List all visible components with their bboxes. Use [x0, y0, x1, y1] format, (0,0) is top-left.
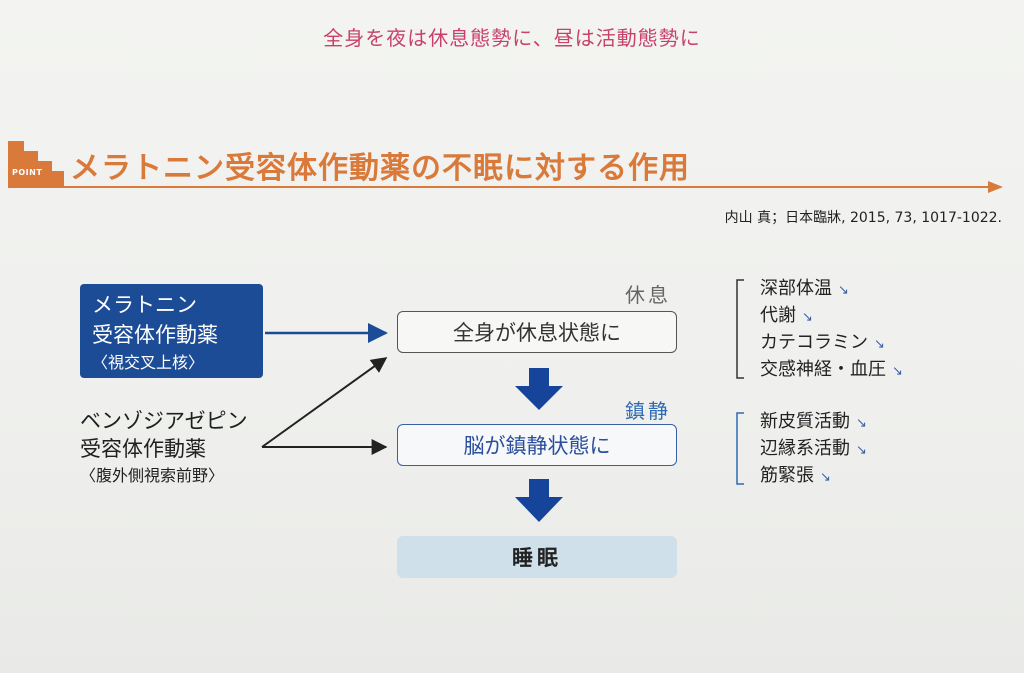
melatonin-line3: 〈視交叉上核〉: [92, 353, 205, 372]
calm-effects-bracket: [736, 412, 744, 485]
title-underline-arrow-icon: [988, 181, 1003, 193]
point-label: POINT: [12, 168, 43, 177]
section-title: メラトニン受容体作動薬の不眠に対する作用: [70, 151, 690, 186]
benzo-line2: 受容体作動薬: [80, 437, 206, 461]
down-arrow-icon: ↘: [856, 443, 867, 458]
down-arrow-icon: ↘: [802, 310, 813, 325]
rest-effects-bracket: [736, 279, 744, 379]
melatonin-line2: 受容体作動薬: [92, 323, 218, 347]
list-item: 筋緊張↘: [760, 465, 831, 486]
list-item: 辺縁系活動↘: [760, 438, 867, 459]
rest-effects-list: 深部体温↘ 代謝↘ カテコラミン↘ 交感神経・血圧↘: [760, 276, 903, 384]
melatonin-agonist-box: メラトニン 受容体作動薬 〈視交叉上核〉: [80, 284, 263, 378]
list-item: 新皮質活動↘: [760, 411, 867, 432]
calm-label: 鎮静: [625, 399, 671, 423]
list-item: 深部体温↘: [760, 278, 849, 299]
benzo-line1: ベンゾジアゼピン: [80, 409, 248, 433]
down-arrow-rest-to-calm-icon: [515, 368, 563, 410]
arrow-benzo-to-rest: [261, 357, 388, 448]
melatonin-line1: メラトニン: [92, 293, 197, 317]
sleep-box: 睡眠: [397, 536, 677, 578]
down-arrow-icon: ↘: [838, 283, 849, 298]
citation: 内山 真；日本臨牀, 2015, 73, 1017-1022.: [724, 210, 1002, 226]
list-item: カテコラミン↘: [760, 332, 885, 353]
down-arrow-icon: ↘: [892, 364, 903, 379]
rest-label: 休息: [625, 283, 671, 307]
rest-state-box: 全身が休息状態に: [397, 311, 677, 353]
tagline: 全身を夜は休息態勢に、昼は活動態勢に: [323, 26, 701, 50]
benzodiazepine-agonist-label: ベンゾジアゼピン 受容体作動薬 〈腹外側視索前野〉: [80, 407, 248, 489]
list-item: 代謝↘: [760, 305, 813, 326]
down-arrow-calm-to-sleep-icon: [515, 479, 563, 522]
calm-effects-list: 新皮質活動↘ 辺縁系活動↘ 筋緊張↘: [760, 409, 867, 490]
down-arrow-icon: ↘: [820, 470, 831, 485]
calm-state-box: 脳が鎮静状態に: [397, 424, 677, 466]
list-item: 交感神経・血圧↘: [760, 359, 903, 380]
benzo-line3: 〈腹外側視索前野〉: [80, 466, 225, 485]
down-arrow-icon: ↘: [856, 416, 867, 431]
point-stair-icon: [8, 141, 64, 188]
down-arrow-icon: ↘: [874, 337, 885, 352]
